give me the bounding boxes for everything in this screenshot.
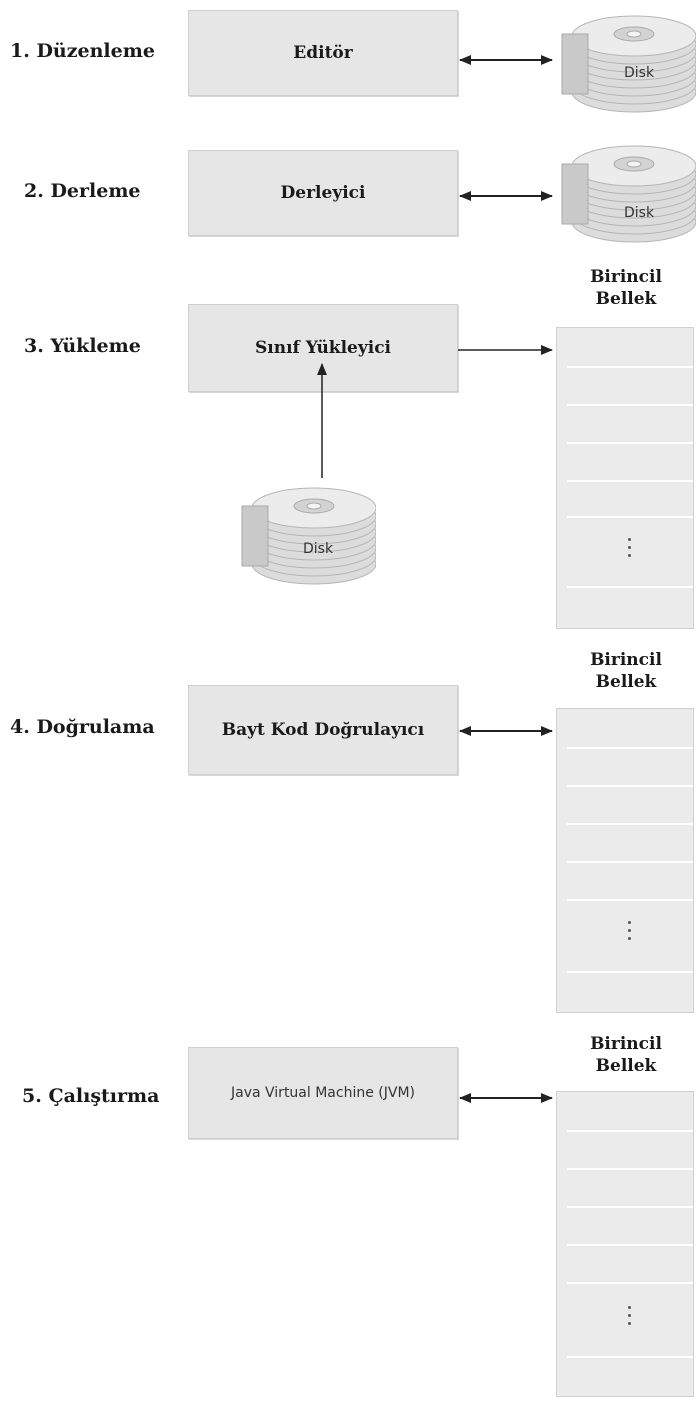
class-loader-box: Sınıf Yükleyici <box>188 304 458 392</box>
ellipsis-icon <box>627 921 631 940</box>
memory-cell-divider <box>567 1168 693 1170</box>
bytecode-verifier-box: Bayt Kod Doğrulayıcı <box>188 685 458 775</box>
disk-loader-label: Disk <box>303 541 334 557</box>
memory-title-1: Birincil Bellek <box>556 266 696 310</box>
memory-title-2: Birincil Bellek <box>556 649 696 693</box>
memory-cell-divider <box>567 1282 693 1284</box>
disk-editor-label: Disk <box>624 65 655 81</box>
memory-cell-divider <box>567 861 693 863</box>
step-4-label: 4. Doğrulama <box>10 716 155 738</box>
memory-title-line-2: Bellek <box>595 672 657 692</box>
jvm-box: Java Virtual Machine (JVM) <box>188 1047 458 1139</box>
editor-box: Editör <box>188 10 458 96</box>
primary-memory-3 <box>556 1091 694 1397</box>
step-2-label: 2. Derleme <box>24 180 141 202</box>
step-1-label: 1. Düzenleme <box>10 40 155 62</box>
memory-title-line-2: Bellek <box>595 289 657 309</box>
memory-title-line-1: Birincil <box>590 650 662 670</box>
primary-memory-1 <box>556 327 694 629</box>
step-3-label: 3. Yükleme <box>24 335 141 357</box>
disk-editor <box>556 6 696 114</box>
memory-cell-divider <box>567 1244 693 1246</box>
memory-cell-divider <box>567 404 693 406</box>
disk-compiler <box>556 136 696 244</box>
memory-cell-divider <box>567 747 693 749</box>
memory-cell-divider <box>567 899 693 901</box>
memory-title-line-2: Bellek <box>595 1056 657 1076</box>
memory-cell-divider <box>567 785 693 787</box>
step-5-label: 5. Çalıştırma <box>22 1085 160 1107</box>
primary-memory-2 <box>556 708 694 1013</box>
memory-title-line-1: Birincil <box>590 1034 662 1054</box>
memory-cell-divider <box>567 586 693 588</box>
ellipsis-icon <box>627 1306 631 1325</box>
disk-icon <box>561 15 696 113</box>
memory-title-3: Birincil Bellek <box>556 1033 696 1077</box>
disk-compiler-label: Disk <box>624 205 655 221</box>
compiler-box: Derleyici <box>188 150 458 236</box>
memory-cell-divider <box>567 823 693 825</box>
memory-cell-divider <box>567 480 693 482</box>
memory-cell-divider <box>567 442 693 444</box>
memory-cell-divider <box>567 971 693 973</box>
memory-cell-divider <box>567 1130 693 1132</box>
memory-cell-divider <box>567 516 693 518</box>
memory-cell-divider <box>567 1206 693 1208</box>
memory-title-line-1: Birincil <box>590 267 662 287</box>
memory-cell-divider <box>567 1356 693 1358</box>
disk-icon <box>561 145 696 243</box>
memory-cell-divider <box>567 366 693 368</box>
ellipsis-icon <box>627 538 631 557</box>
